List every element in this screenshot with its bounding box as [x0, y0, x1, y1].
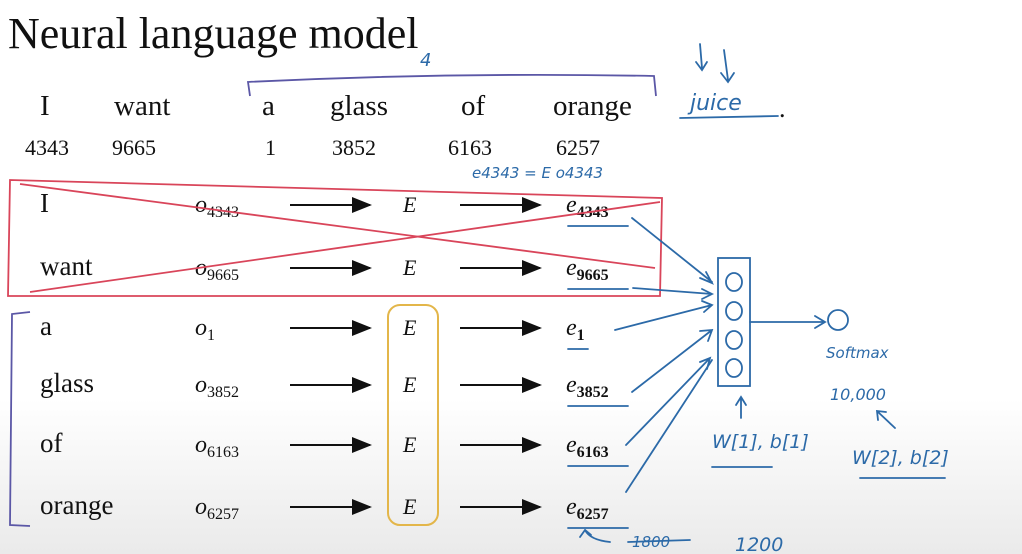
- context-bracket: [246, 73, 657, 97]
- embedding-matrix: E: [402, 432, 417, 457]
- strikethrough: [627, 539, 691, 543]
- embedding-matrix: E: [402, 315, 417, 340]
- embed-symbol: e: [566, 255, 577, 281]
- index: 4343: [25, 135, 69, 160]
- embedding-equation: e4343 = E o4343: [472, 164, 603, 182]
- new-dimension: 1200: [735, 534, 783, 554]
- onehot-symbol: o: [195, 192, 207, 218]
- index: 1: [265, 135, 276, 160]
- word-want: want: [114, 90, 170, 122]
- slide-title: Neural language model: [8, 9, 419, 58]
- onehot-symbol: o: [195, 494, 207, 520]
- onehot-vector: o4343: [195, 192, 239, 221]
- curved-arrow-icon: [579, 529, 611, 543]
- softmax-unit: [827, 309, 849, 331]
- onehot-subscript: 6257: [207, 506, 239, 523]
- word-i: I: [40, 90, 50, 122]
- row-word: orange: [40, 490, 113, 520]
- index: 9665: [112, 135, 156, 160]
- onehot-vector: o6163: [195, 432, 239, 461]
- onehot-vector: o9665: [195, 255, 239, 284]
- context-left-bracket: [9, 311, 31, 527]
- word-orange: orange: [553, 90, 632, 122]
- embedding-vector: e9665: [566, 255, 609, 284]
- onehot-subscript: 4343: [207, 204, 239, 221]
- down-arrows-icon: [695, 43, 735, 84]
- hidden-params: W[1], b[1]: [712, 431, 809, 453]
- output-arrow: [749, 315, 827, 329]
- embedding-vector: e6163: [566, 432, 609, 461]
- period: .: [779, 94, 786, 123]
- onehot-vector: o1: [195, 315, 215, 344]
- shared-embedding-box: [387, 304, 439, 526]
- window-size-label: 4: [420, 50, 431, 71]
- index: 6257: [556, 135, 600, 160]
- vocab-size: 10,000: [830, 385, 886, 404]
- up-left-arrow-icon: [875, 409, 896, 429]
- softmax-label: Softmax: [826, 344, 889, 362]
- onehot-vector: o6257: [195, 494, 239, 523]
- onehot-symbol: o: [195, 372, 207, 398]
- embed-symbol: e: [566, 372, 577, 398]
- embed-symbol: e: [566, 315, 577, 341]
- sentence-words: I want a glass of orange: [40, 90, 632, 122]
- up-arrow-icon: [735, 395, 747, 419]
- hidden-layer: [717, 257, 751, 387]
- input-arrows: [614, 217, 715, 493]
- onehot-subscript: 3852: [207, 384, 239, 401]
- embed-subscript: 3852: [577, 384, 609, 401]
- embedding-vector: e1: [566, 315, 585, 344]
- word-glass: glass: [330, 90, 388, 122]
- embedding-vector: e6257: [566, 494, 609, 523]
- embed-symbol: e: [566, 432, 577, 458]
- word-a: a: [262, 90, 275, 122]
- embedding-matrix: E: [402, 255, 417, 280]
- onehot-symbol: o: [195, 432, 207, 458]
- target-word: juice: [687, 91, 742, 116]
- crossed-out-box: [7, 179, 663, 297]
- embed-subscript: 9665: [577, 267, 609, 284]
- output-params: W[2], b[2]: [852, 447, 949, 469]
- index: 6163: [448, 135, 492, 160]
- onehot-subscript: 9665: [207, 267, 239, 284]
- word-of: of: [461, 90, 486, 122]
- onehot-subscript: 6163: [207, 444, 239, 461]
- embed-subscript: 6163: [577, 444, 609, 461]
- target-underline: [679, 115, 779, 119]
- row-word: of: [40, 428, 63, 458]
- onehot-subscript: 1: [207, 327, 215, 344]
- embedding-vector: e3852: [566, 372, 609, 401]
- embed-subscript: 1: [577, 327, 585, 344]
- row-word: a: [40, 311, 52, 341]
- embedding-matrix: E: [402, 192, 417, 217]
- sentence-indices: 4343 9665 1 3852 6163 6257: [25, 135, 600, 160]
- onehot-vector: o3852: [195, 372, 239, 401]
- embed-symbol: e: [566, 494, 577, 520]
- row-word: I: [40, 188, 49, 218]
- embedding-matrix: E: [402, 372, 417, 397]
- embed-subscript: 6257: [577, 506, 609, 523]
- row-word: want: [40, 251, 93, 281]
- row-word: glass: [40, 368, 94, 398]
- index: 3852: [332, 135, 376, 160]
- embed-symbol: e: [566, 192, 577, 218]
- onehot-symbol: o: [195, 315, 207, 341]
- embedding-matrix: E: [402, 494, 417, 519]
